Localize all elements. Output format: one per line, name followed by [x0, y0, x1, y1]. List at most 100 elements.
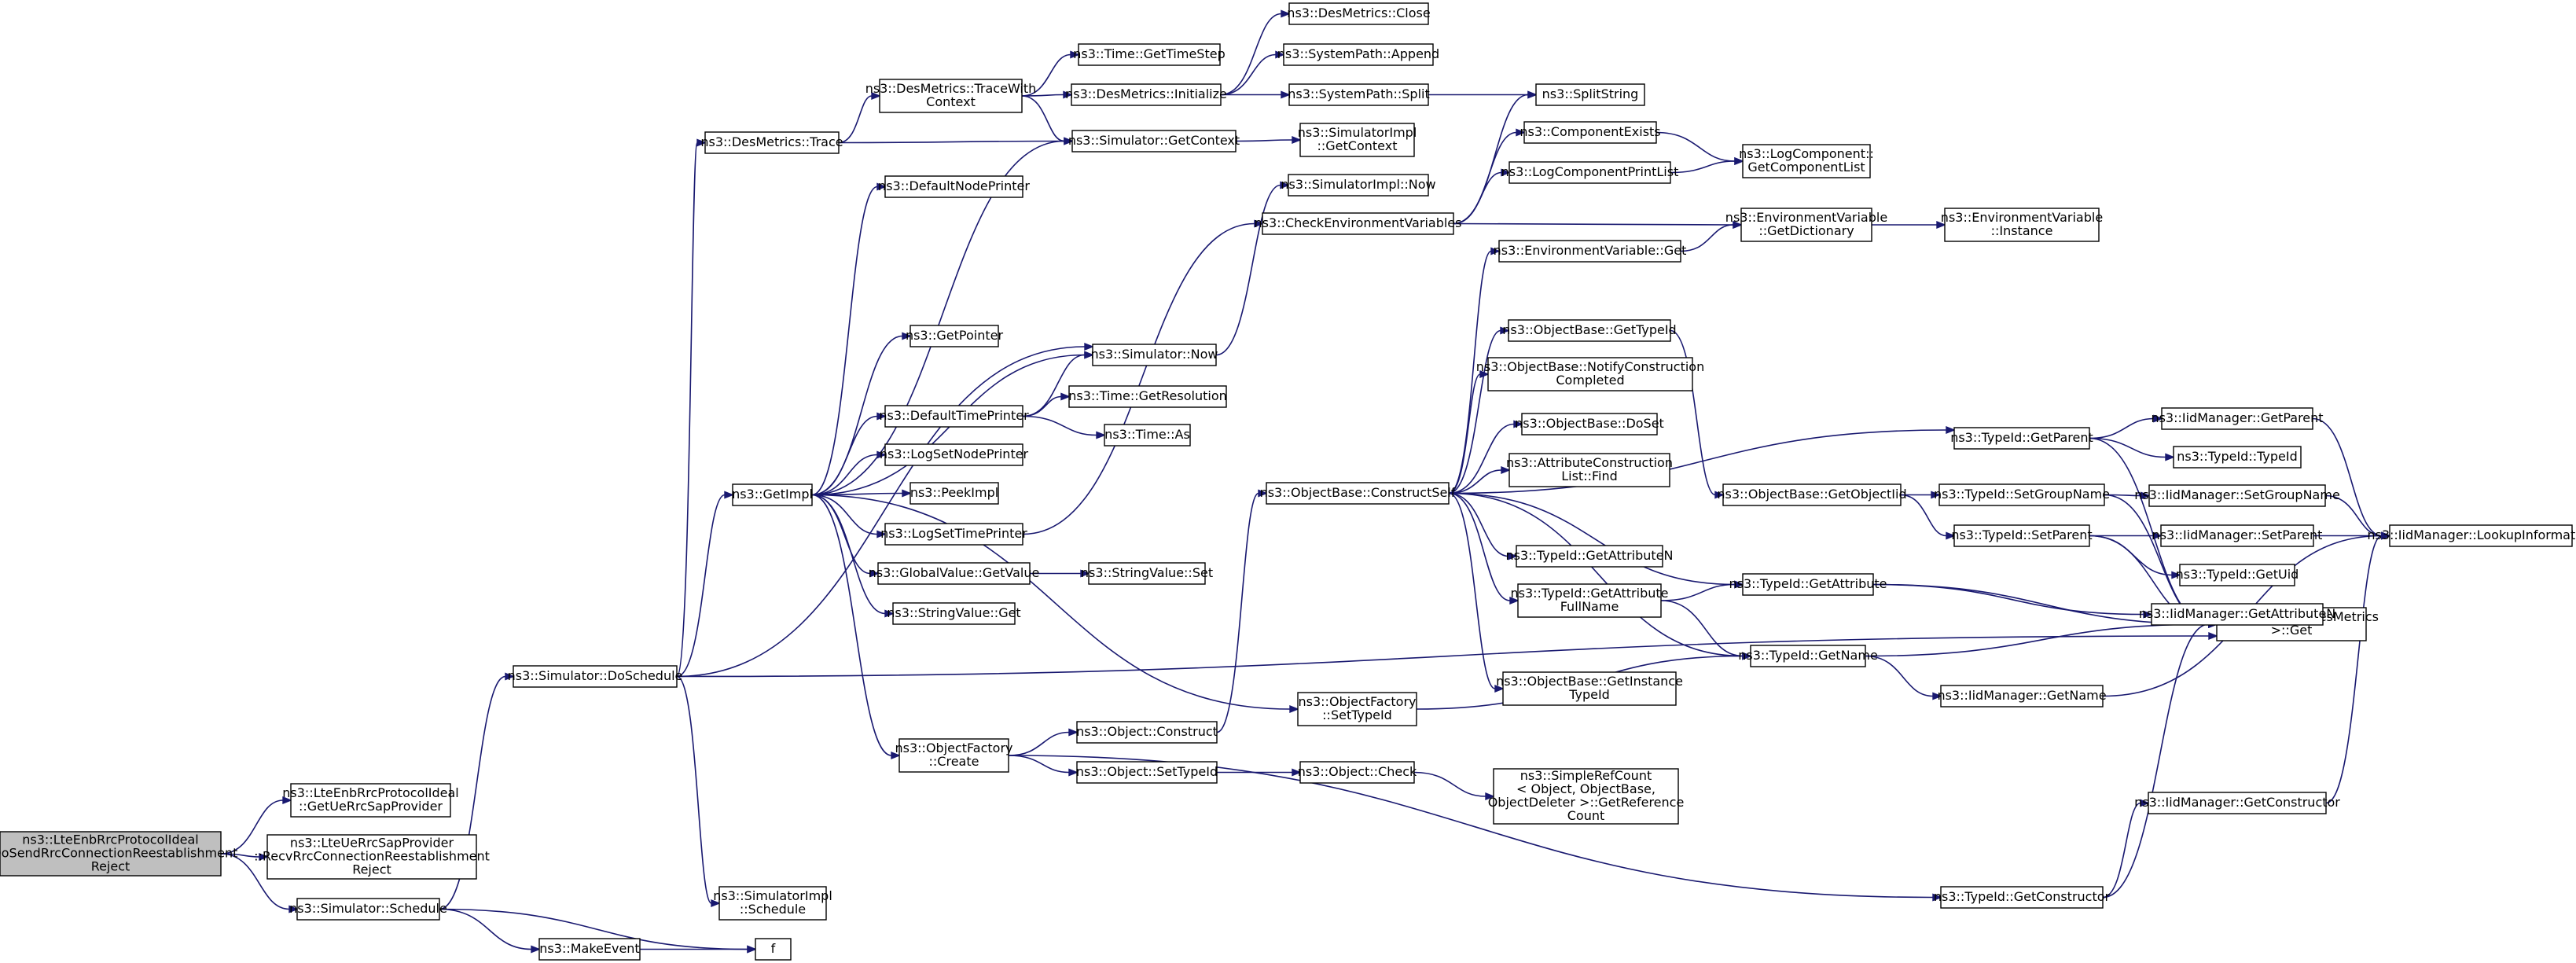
node-iidgetparent[interactable]: ns3::IidManager::GetParent — [2151, 407, 2324, 430]
node-tgetname[interactable]: ns3::TypeId::GetName — [1738, 645, 1878, 667]
edge-constructself-to-obnotify — [1448, 369, 1490, 494]
node-box — [1104, 424, 1191, 447]
node-sysappend[interactable]: ns3::SystemPath::Append — [1277, 43, 1439, 66]
node-tsetgroup[interactable]: ns3::TypeId::SetGroupName — [1934, 483, 2110, 506]
node-objsettypeid[interactable]: ns3::Object::SetTypeId — [1076, 761, 1218, 784]
node-obnotify[interactable]: ns3::ObjectBase::NotifyConstructionCompl… — [1476, 357, 1704, 391]
edge-dosched-to-singleton — [676, 631, 2218, 678]
node-iidsetgroup[interactable]: ns3::IidManager::SetGroupName — [2134, 484, 2340, 507]
node-iidgetattrn[interactable]: ns3::IidManager::GetAttributeN — [2139, 603, 2336, 626]
node-obgettypeid[interactable]: ns3::ObjectBase::GetTypeId — [1502, 319, 1677, 342]
edge-checkenv-to-envdict — [1453, 220, 1743, 230]
node-defnode[interactable]: ns3::DefaultNodePrinter — [878, 175, 1030, 198]
edge-logcomplist-to-logcompget — [1670, 156, 1744, 174]
node-logsettime[interactable]: ns3::LogSetTimePrinter — [880, 523, 1027, 546]
node-timeres[interactable]: ns3::Time::GetResolution — [1068, 385, 1227, 408]
node-timeas[interactable]: ns3::Time::As — [1104, 424, 1191, 447]
node-label: ns3::SystemPath::Split — [1288, 86, 1430, 101]
edge-line — [1448, 423, 1515, 494]
node-svget[interactable]: ns3::StringValue::Get — [887, 602, 1021, 625]
node-simpleref[interactable]: ns3::SimpleRefCount< Object, ObjectBase,… — [1488, 768, 1685, 825]
node-checkenv[interactable]: ns3::CheckEnvironmentVariables — [1255, 212, 1462, 235]
node-getpointer[interactable]: ns3::GetPointer — [906, 325, 1004, 347]
edge-line — [1448, 492, 1736, 586]
arrowhead — [2152, 531, 2163, 540]
node-iidsetparent[interactable]: ns3::IidManager::SetParent — [2152, 524, 2323, 547]
node-constructself[interactable]: ns3::ObjectBase::ConstructSelf — [1260, 482, 1456, 505]
edge-line — [1008, 731, 1070, 756]
node-getattrn[interactable]: ns3::TypeId::GetAttributeN — [1506, 545, 1674, 568]
node-iidgetname[interactable]: ns3::IidManager::GetName — [1937, 685, 2107, 708]
edge-line — [1872, 583, 2210, 625]
node-compexists[interactable]: ns3::ComponentExists — [1520, 121, 1661, 144]
edge-line — [1670, 160, 1736, 174]
node-root[interactable]: ns3::LteEnbRrcProtocolIdeal::DoSendRrcCo… — [0, 831, 237, 877]
node-simimplnow[interactable]: ns3::SimulatorImpl::Now — [1281, 174, 1436, 197]
node-makeev[interactable]: ns3::MakeEvent — [538, 938, 641, 961]
node-envinst[interactable]: ns3::EnvironmentVariable::Instance — [1941, 208, 2103, 242]
arrowhead — [288, 905, 299, 913]
arrowhead — [1063, 90, 1073, 99]
edge-line — [811, 140, 1065, 496]
node-logsetnode[interactable]: ns3::LogSetNodePrinter — [880, 443, 1029, 466]
arrowhead — [2153, 414, 2163, 423]
node-peekimpl[interactable]: ns3::PeekImpl — [910, 482, 999, 505]
node-label: ns3::ObjectBase::NotifyConstruction — [1476, 359, 1704, 374]
edge-line — [811, 494, 886, 615]
node-simimplctx[interactable]: ns3::SimulatorImpl::GetContext — [1298, 123, 1417, 157]
node-obdoset[interactable]: ns3::ObjectBase::DoSet — [1515, 413, 1664, 436]
node-box — [1088, 562, 1206, 585]
node-syssplit[interactable]: ns3::SystemPath::Split — [1288, 83, 1430, 106]
node-iidgetctor[interactable]: ns3::IidManager::GetConstructor — [2134, 792, 2340, 814]
node-timestep[interactable]: ns3::Time::GetTimeStep — [1073, 43, 1226, 66]
node-label: ns3::TypeId::GetParent — [1950, 430, 2093, 445]
node-deftime[interactable]: ns3::DefaultTimePrinter — [879, 405, 1029, 428]
node-ofcreate[interactable]: ns3::ObjectFactory::Create — [895, 738, 1013, 773]
node-label: ns3::IidManager::GetConstructor — [2134, 795, 2340, 810]
node-objconstruct[interactable]: ns3::Object::Construct — [1076, 721, 1218, 744]
arrowhead — [876, 412, 887, 421]
node-objcheck[interactable]: ns3::Object::Check — [1298, 761, 1417, 784]
edge-simnow-to-simimplnow — [1215, 181, 1290, 356]
arrowhead — [1289, 704, 1299, 714]
node-getimpl[interactable]: ns3::GetImpl — [732, 483, 813, 506]
node-ofsettypeid[interactable]: ns3::ObjectFactory::SetTypeId — [1297, 692, 1417, 726]
node-tgetattr[interactable]: ns3::TypeId::GetAttribute — [1729, 573, 1887, 596]
node-sched[interactable]: ns3::Simulator::Schedule — [289, 898, 447, 921]
node-desclose[interactable]: ns3::DesMetrics::Close — [1287, 2, 1431, 25]
node-tsetparent[interactable]: ns3::TypeId::SetParent — [1951, 524, 2093, 547]
node-tgetctor[interactable]: ns3::TypeId::GetConstructor — [1934, 886, 2111, 909]
node-tgetuid[interactable]: ns3::TypeId::GetUid — [2176, 564, 2299, 586]
node-getue[interactable]: ns3::LteEnbRrcProtocolIdeal::GetUeRrcSap… — [282, 783, 459, 818]
node-dosched[interactable]: ns3::Simulator::DoSchedule — [508, 665, 683, 688]
node-logcomplist[interactable]: ns3::LogComponentPrintList — [1501, 161, 1679, 184]
node-desinit[interactable]: ns3::DesMetrics::Initialize — [1065, 83, 1227, 106]
node-recv[interactable]: ns3::LteUeRrcSapProvider::RecvRrcConnect… — [254, 834, 490, 880]
node-label: Reject — [91, 859, 130, 874]
node-tgetparent[interactable]: ns3::TypeId::GetParent — [1950, 427, 2093, 450]
node-ttypeid[interactable]: ns3::TypeId::TypeId — [2173, 446, 2302, 469]
node-simimplsched[interactable]: ns3::SimulatorImpl::Schedule — [713, 886, 832, 921]
node-desTrace[interactable]: ns3::DesMetrics::Trace — [700, 131, 843, 154]
node-envget[interactable]: ns3::EnvironmentVariable::Get — [1494, 240, 1687, 263]
node-gvget[interactable]: ns3::GlobalValue::GetValue — [869, 562, 1040, 585]
node-splitstring[interactable]: ns3::SplitString — [1535, 83, 1645, 106]
node-simnow[interactable]: ns3::Simulator::Now — [1091, 344, 1218, 366]
node-simgetctx[interactable]: ns3::Simulator::GetContext — [1068, 130, 1240, 153]
edge-line — [1900, 494, 1947, 537]
edge-line — [838, 140, 1065, 144]
node-iidlookup[interactable]: ns3::IidManager::LookupInformation — [2367, 524, 2576, 547]
node-envdict[interactable]: ns3::EnvironmentVariable::GetDictionary — [1725, 208, 1887, 242]
node-box — [892, 602, 1016, 625]
edge-desinit-to-sysappend — [1220, 50, 1285, 96]
arrowhead — [1068, 768, 1079, 777]
node-f[interactable]: f — [755, 938, 792, 961]
node-obgetobjid[interactable]: ns3::ObjectBase::GetObjectIid — [1717, 483, 1907, 506]
node-svset[interactable]: ns3::StringValue::Set — [1081, 562, 1213, 585]
node-logcompget[interactable]: ns3::LogComponent::GetComponentList — [1739, 144, 1874, 178]
edge-line — [1660, 583, 1736, 601]
